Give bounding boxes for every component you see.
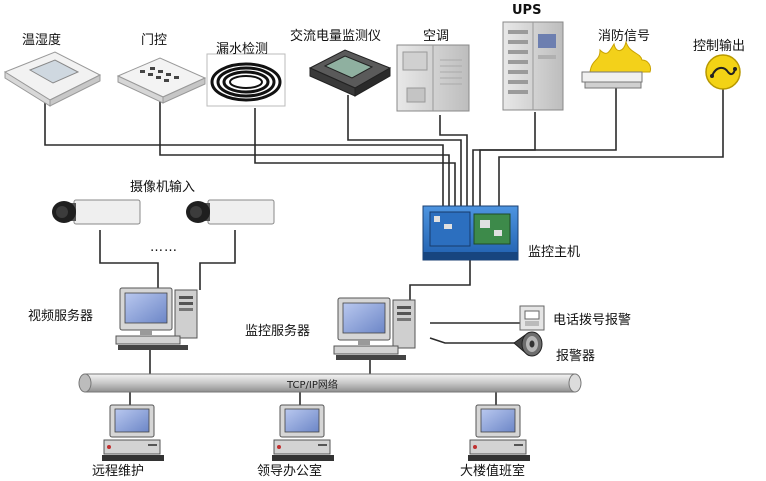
remote-maintenance-pc-icon (101, 404, 165, 462)
phone-dialer-icon (519, 305, 545, 331)
leader-office-label: 领导办公室 (257, 464, 323, 479)
humidity-label: 温湿度 (22, 33, 62, 48)
fire-signal-label: 消防信号 (598, 29, 651, 44)
camera-ellipsis: …… (150, 240, 178, 255)
door-control-label: 门控 (141, 33, 168, 48)
ups-label: UPS (512, 3, 542, 18)
camera-input-label: 摄像机输入 (130, 180, 196, 195)
monitoring-host-label: 监控主机 (528, 245, 581, 260)
phone-alarm-label: 电话拨号报警 (553, 313, 632, 328)
tcpip-network-pipe (78, 373, 582, 393)
fire-signal-icon (581, 40, 651, 89)
door-controller-icon (116, 57, 207, 104)
control-output-icon (705, 54, 741, 90)
siren-label: 报警器 (556, 349, 596, 364)
video-server-label: 视频服务器 (28, 309, 94, 324)
remote-maintenance-label: 远程维护 (92, 464, 145, 479)
water-leak-sensor-icon (206, 53, 286, 107)
sensor-wires (44, 88, 724, 208)
ups-cabinet-icon (502, 21, 564, 111)
monitor-server-icon (333, 297, 416, 361)
building-duty-room-pc-icon (467, 404, 531, 462)
power-meter-label: 交流电量监测仪 (290, 29, 382, 44)
humidity-sensor-icon (3, 51, 102, 107)
server-to-network-wires (149, 350, 371, 374)
network-label: TCP/IP网络 (287, 380, 338, 391)
control-output-label: 控制输出 (693, 39, 746, 54)
alarm-wires (429, 322, 520, 344)
air-conditioner-icon (396, 44, 470, 112)
network-to-client-wires (129, 392, 497, 405)
host-to-server-wire (409, 258, 471, 302)
power-meter-icon (308, 49, 392, 97)
leader-office-pc-icon (271, 404, 335, 462)
monitor-server-label: 监控服务器 (245, 324, 311, 339)
camera-icon (51, 199, 141, 225)
camera-icon (185, 199, 275, 225)
monitoring-host-icon (422, 205, 519, 261)
air-conditioner-label: 空调 (423, 29, 450, 44)
video-server-icon (115, 287, 198, 351)
building-duty-room-label: 大楼值班室 (460, 464, 526, 479)
camera-wires (99, 230, 236, 290)
water-leak-label: 漏水检测 (216, 42, 269, 57)
siren-icon (513, 331, 543, 357)
